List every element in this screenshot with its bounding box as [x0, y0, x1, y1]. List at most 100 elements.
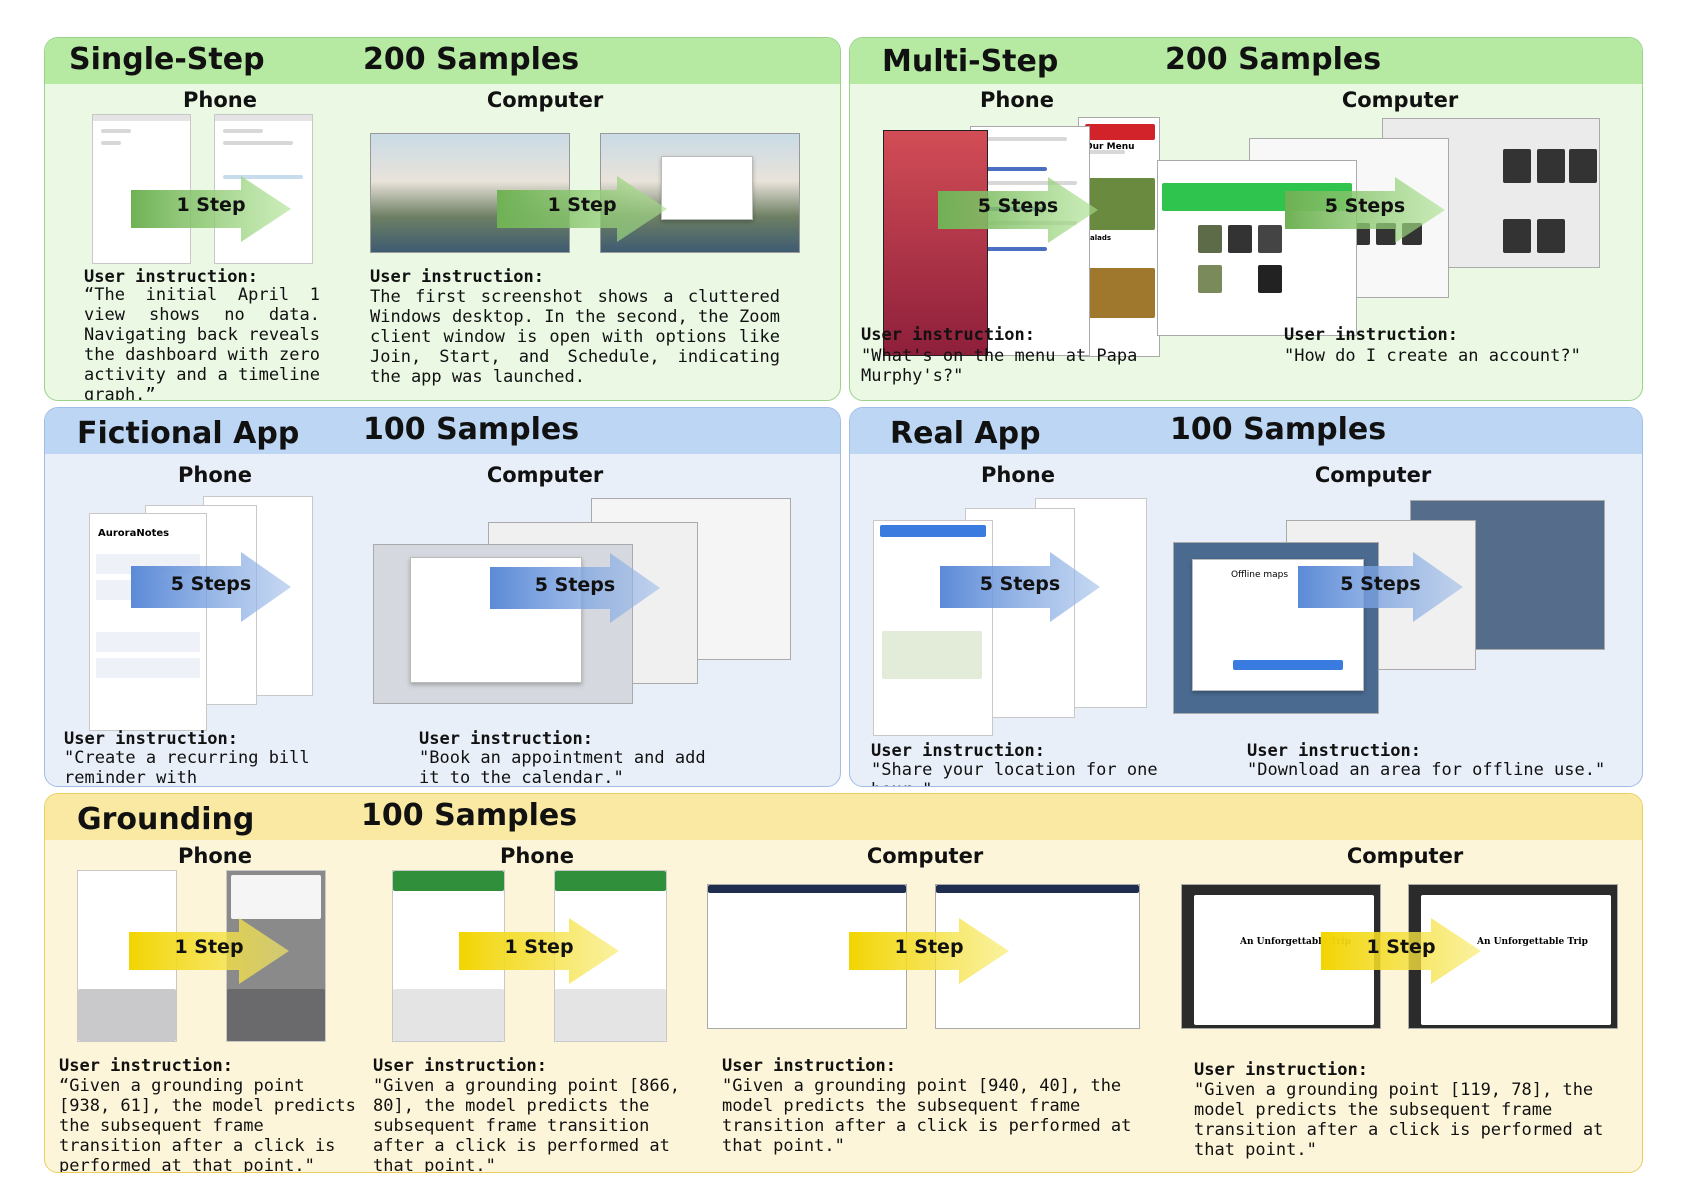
arrow-label: 1 Step [1366, 936, 1436, 958]
arrow-shape [497, 176, 667, 242]
sample-count: 100 Samples [1170, 412, 1387, 447]
arrow-shape [1321, 918, 1481, 984]
menu-heading: Our Menu [1085, 142, 1135, 152]
arrow-shape [129, 918, 289, 984]
step-arrow: 5 Steps [131, 552, 291, 622]
panel-header-band [45, 408, 840, 454]
phone-screenshot-stack-1 [873, 520, 993, 736]
instruction-heading: User instruction: [722, 1056, 896, 1076]
step-arrow: 1 Step [849, 918, 1009, 984]
desktop-screenshot-before [707, 884, 907, 1029]
instruction-text: The first screenshot shows a cluttered W… [370, 287, 780, 387]
arrow-shape [940, 552, 1100, 622]
offline-maps-window: Offline maps [1192, 559, 1364, 691]
arrow-shape [131, 552, 291, 622]
panel-title: Multi-Step [882, 44, 1059, 79]
computer-label: Computer [1346, 844, 1464, 868]
arrow-shape [1298, 552, 1463, 622]
arrow-label: 5 Steps [979, 573, 1061, 595]
instruction-text: “The initial April 1 view shows no data.… [84, 285, 320, 401]
instruction-heading: User instruction: [64, 729, 238, 749]
phone-label: Phone [178, 463, 252, 487]
phone-screenshot-stack-1: AuroraNotes [89, 513, 207, 731]
document-title: An Unforgettable Trip [1477, 937, 1588, 947]
instruction-text: "Given a grounding point [940, 40], the … [722, 1076, 1132, 1156]
desktop-screenshot-stack-1: Offline maps [1173, 542, 1379, 714]
panel-title: Single-Step [69, 42, 265, 77]
arrow-shape [459, 918, 619, 984]
phone-screenshot-stack-3: Our Menu Salads [1078, 117, 1160, 357]
step-arrow: 5 Steps [1298, 552, 1463, 622]
instruction-heading: User instruction: [1284, 325, 1458, 345]
arrow-label: 1 Step [894, 936, 964, 958]
instruction-text: "Given a grounding point [866, 80], the … [373, 1076, 681, 1173]
step-arrow: 5 Steps [490, 553, 660, 623]
instruction-text: “Given a grounding point [938, 61], the … [59, 1076, 356, 1173]
phone-label: Phone [500, 844, 574, 868]
instruction-heading: User instruction: [370, 267, 544, 287]
step-arrow: 5 Steps [940, 552, 1100, 622]
arrow-label: 5 Steps [1324, 195, 1406, 217]
instruction-text: "Given a grounding point [119, 78], the … [1194, 1080, 1604, 1160]
instruction-text: "Download an area for offline use." [1247, 760, 1606, 780]
arrow-label: 5 Steps [170, 573, 252, 595]
computer-label: Computer [486, 88, 604, 112]
sample-count: 100 Samples [363, 412, 580, 447]
document-title: An Unforgettable Trip [1240, 937, 1351, 947]
instruction-heading: User instruction: [861, 325, 1035, 345]
phone-label: Phone [981, 463, 1055, 487]
phone-screenshot-stack-1 [883, 130, 988, 356]
computer-label: Computer [1314, 463, 1432, 487]
arrow-label: 5 Steps [1340, 573, 1421, 595]
instruction-text: "Book an appointment and add it to the c… [419, 748, 706, 787]
arrow-label: 5 Steps [977, 195, 1059, 217]
arrow-label: 1 Step [176, 194, 246, 216]
phone-screenshot-after [214, 114, 313, 264]
step-arrow: 5 Steps [1285, 177, 1445, 243]
instruction-heading: User instruction: [871, 741, 1045, 761]
instruction-heading: User instruction: [84, 267, 258, 287]
real-app-panel: Real App 100 Samples Phone 5 Steps User … [849, 407, 1643, 787]
phone-label: Phone [178, 844, 252, 868]
arrow-label: 1 Step [547, 194, 617, 216]
phone-label: Phone [980, 88, 1054, 112]
instruction-text: "How do I create an account?" [1284, 346, 1581, 366]
multi-step-panel: Multi-Step 200 Samples Phone Our Menu Sa… [849, 37, 1643, 401]
zoom-window [661, 156, 753, 220]
phone-screenshot-before [392, 870, 505, 1042]
panel-header-band [850, 408, 1642, 454]
offline-maps-title: Offline maps [1231, 570, 1289, 580]
arrow-shape [490, 553, 660, 623]
fictional-app-panel: Fictional App 100 Samples Phone AuroraNo… [44, 407, 841, 787]
instruction-heading: User instruction: [1194, 1060, 1368, 1080]
arrow-shape [1285, 177, 1445, 243]
arrow-shape [131, 176, 291, 242]
instruction-heading: User instruction: [59, 1056, 233, 1076]
panel-title: Real App [890, 416, 1041, 451]
phone-label: Phone [183, 88, 257, 112]
instruction-heading: User instruction: [1247, 741, 1421, 761]
sample-count: 100 Samples [361, 798, 578, 833]
step-arrow: 5 Steps [938, 177, 1098, 243]
arrow-shape [938, 177, 1098, 243]
arrow-shape [849, 918, 1009, 984]
single-step-panel: Single-Step 200 Samples Phone 1 Step Use… [44, 37, 841, 401]
step-arrow: 1 Step [459, 918, 619, 984]
desktop-screenshot-after [935, 884, 1140, 1029]
computer-label: Computer [486, 463, 604, 487]
panel-title: Grounding [77, 802, 255, 837]
step-arrow: 1 Step [131, 176, 291, 242]
step-arrow: 1 Step [1321, 918, 1481, 984]
salads-label: Salads [1085, 234, 1112, 242]
arrow-label: 5 Steps [534, 574, 616, 596]
phone-screenshot-before [92, 114, 191, 264]
panel-header-band [850, 38, 1642, 84]
step-arrow: 1 Step [129, 918, 289, 984]
sample-count: 200 Samples [363, 42, 580, 77]
instruction-text: "Create a recurring bill reminder with n… [64, 748, 310, 787]
arrow-label: 1 Step [504, 936, 574, 958]
instruction-text: "What's on the menu at Papa Murphy's?" [861, 346, 1138, 386]
instruction-heading: User instruction: [419, 729, 593, 749]
instruction-heading: User instruction: [373, 1056, 547, 1076]
computer-label: Computer [1341, 88, 1459, 112]
